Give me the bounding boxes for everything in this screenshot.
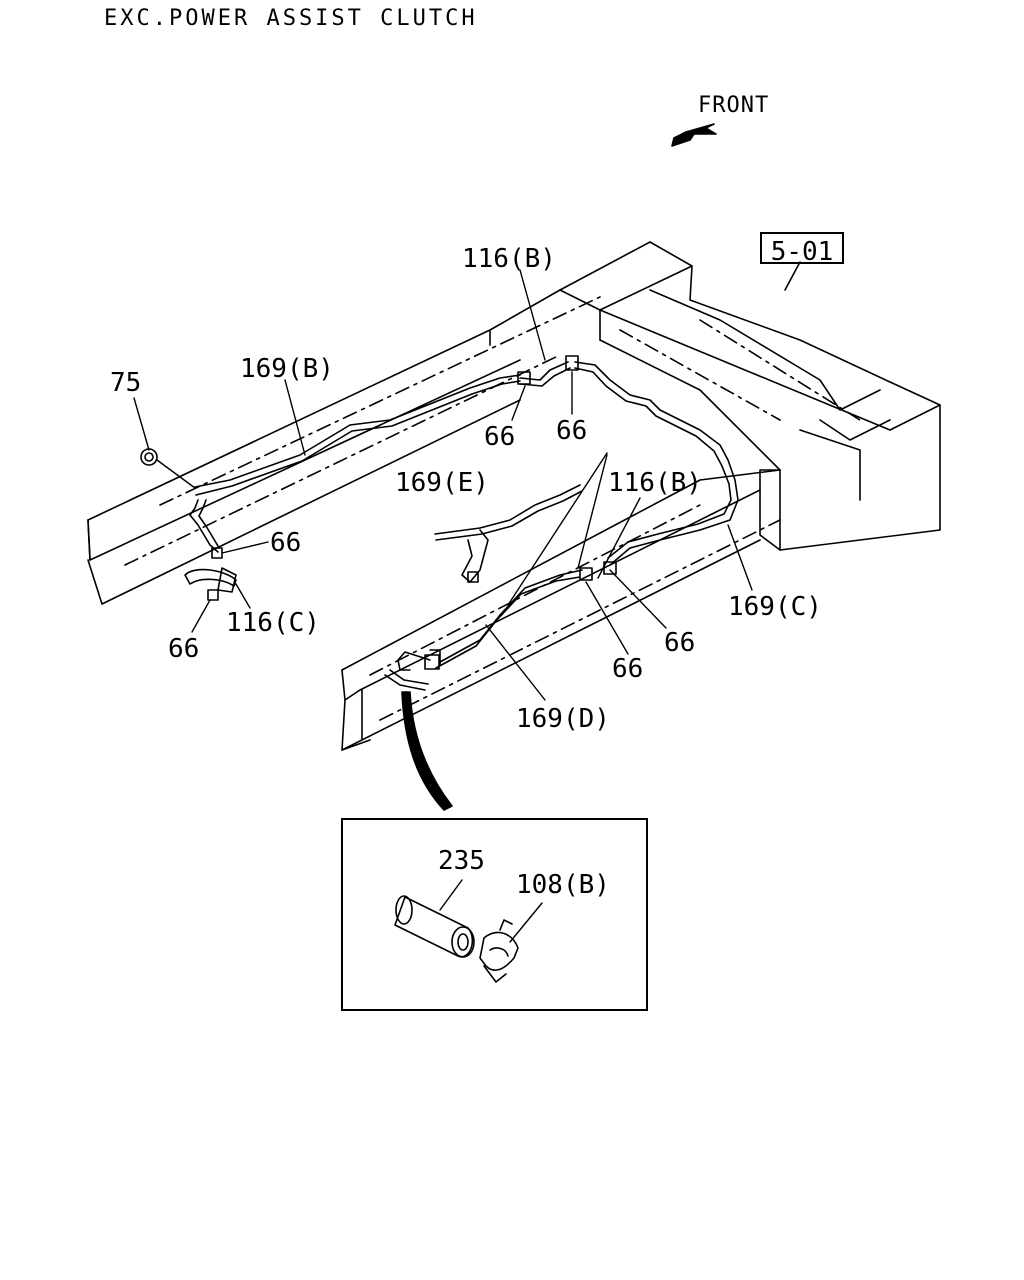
callout-66-a[interactable]: 66 <box>484 422 516 452</box>
callout-235[interactable]: 235 <box>438 846 485 876</box>
callout-66-mid1[interactable]: 66 <box>664 628 696 658</box>
union-fitting <box>384 669 429 691</box>
rear-crossmember <box>559 261 941 551</box>
reference-box[interactable]: 5-01 <box>760 232 844 267</box>
pipe-116b-top <box>519 361 571 387</box>
detail-parts <box>394 895 519 983</box>
callout-116b-mid[interactable]: 116(B) <box>608 468 702 498</box>
callout-75[interactable]: 75 <box>110 368 142 398</box>
callout-169d[interactable]: 169(D) <box>516 704 610 734</box>
callout-108b[interactable]: 108(B) <box>516 870 610 900</box>
callout-66-lower-left[interactable]: 66 <box>168 634 200 664</box>
pipe-169b <box>189 374 521 553</box>
hose-116c <box>184 567 237 593</box>
right-frame-rail <box>341 469 781 751</box>
callout-169e[interactable]: 169(E) <box>395 468 489 498</box>
left-frame-rail <box>87 241 693 605</box>
detail-pointer-arrow <box>401 691 453 811</box>
callout-169b[interactable]: 169(B) <box>240 354 334 384</box>
pipe-169d <box>397 569 583 671</box>
front-direction-label: FRONT <box>698 93 770 118</box>
callout-66-mid2[interactable]: 66 <box>612 654 644 684</box>
leader-lines <box>133 269 753 943</box>
callout-169c[interactable]: 169(C) <box>728 592 822 622</box>
clip-parts <box>207 355 617 670</box>
callout-66-left[interactable]: 66 <box>270 528 302 558</box>
pipe-169e <box>434 484 583 583</box>
callout-116c[interactable]: 116(C) <box>226 608 320 638</box>
front-arrow-icon <box>671 123 717 147</box>
callout-116b-top[interactable]: 116(B) <box>462 244 556 274</box>
reference-code: 5-01 <box>770 237 834 267</box>
nut-75 <box>140 448 158 466</box>
detail-inset-frame <box>341 818 648 1011</box>
callout-66-b[interactable]: 66 <box>556 416 588 446</box>
pipe-169c <box>574 361 739 566</box>
diagram-title: EXC.POWER ASSIST CLUTCH <box>104 6 478 31</box>
